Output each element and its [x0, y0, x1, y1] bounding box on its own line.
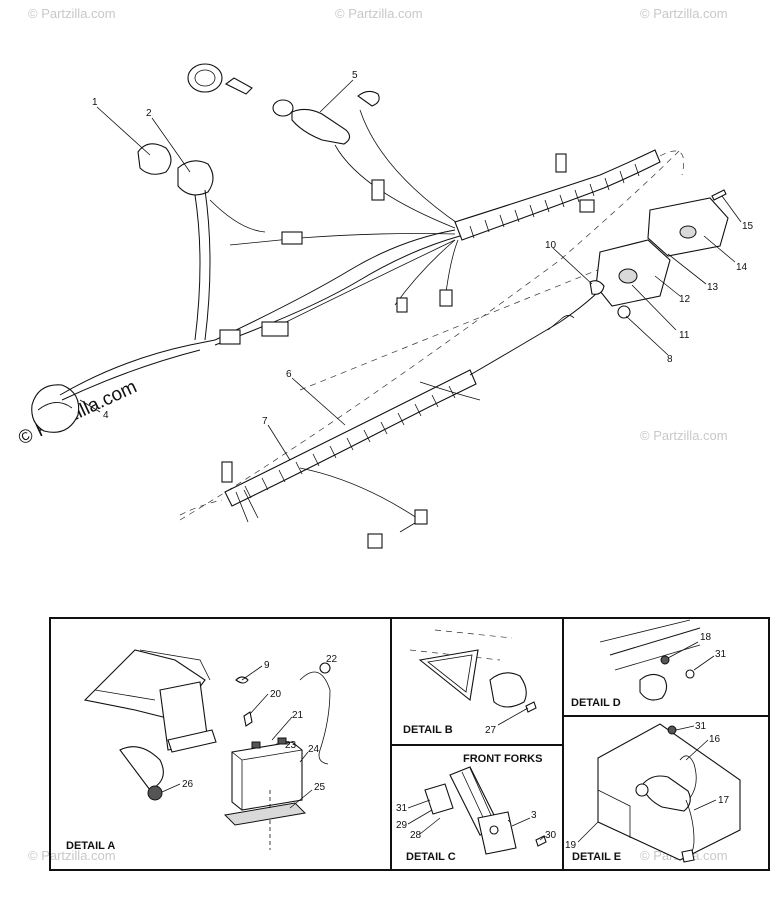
nut: [617, 305, 631, 319]
callout-31-c: 31: [396, 803, 408, 814]
detail-panel: [49, 617, 770, 871]
nut-d: [660, 655, 670, 665]
callout-30: 30: [545, 830, 557, 841]
switch-d: [639, 673, 668, 701]
callout-8: 8: [667, 354, 673, 365]
battery-pad: [223, 802, 307, 826]
callout-12: 12: [679, 294, 691, 305]
callout-3: 3: [531, 810, 537, 821]
callout-27: 27: [485, 725, 497, 736]
relay-block: [489, 672, 527, 708]
callout-18: 18: [700, 632, 712, 643]
connector-g: [439, 289, 453, 307]
detail-e-label: DETAIL E: [572, 851, 621, 863]
callout-22: 22: [326, 654, 338, 665]
watermark-top-left: © Partzilla.com: [28, 6, 116, 21]
callout-28: 28: [410, 830, 422, 841]
frame-tube: [119, 746, 164, 791]
connector-d: [371, 179, 385, 201]
callout-14: 14: [736, 262, 748, 273]
ignition-bezel: [187, 63, 223, 93]
screw-31-d: [685, 669, 695, 679]
detail-b-label: DETAIL B: [403, 724, 453, 736]
connector-e: [555, 153, 567, 173]
frame-reference-line: [179, 149, 681, 521]
callout-25: 25: [314, 782, 326, 793]
callout-24: 24: [308, 744, 320, 755]
callout-31-e: 31: [695, 721, 707, 732]
connector-a: [281, 231, 303, 245]
ignition-nut: [272, 99, 294, 117]
callout-20: 20: [270, 689, 282, 700]
grommet: [589, 280, 605, 295]
callout-23: 23: [285, 740, 297, 751]
watermark-top-right: © Partzilla.com: [640, 6, 728, 21]
tail-wire: [59, 339, 216, 396]
callout-5: 5: [352, 70, 358, 81]
connector-j: [414, 509, 428, 525]
detail-c-label: DETAIL C: [406, 851, 456, 863]
detail-panel-border: [49, 617, 770, 871]
connector-b: [261, 321, 289, 337]
callout-13: 13: [707, 282, 719, 293]
terminal-22: [319, 662, 331, 674]
callout-21: 21: [292, 710, 304, 721]
upper-loom: [454, 149, 661, 241]
switch-connector: [357, 90, 380, 107]
screw-31-e: [667, 725, 677, 735]
headlight-socket: [177, 160, 214, 196]
callout-11: 11: [679, 330, 690, 341]
callout-15: 15: [742, 221, 754, 232]
lower-loom: [224, 369, 477, 507]
ignition-key: [224, 77, 253, 95]
ignition-switch: [291, 108, 351, 145]
callout-16: 16: [709, 734, 721, 745]
detail-c: FRONT FORKS 3 30 31 29 28 DETAIL C: [396, 753, 557, 863]
callout-29: 29: [396, 820, 408, 831]
callout-4: 4: [103, 410, 109, 421]
fork-bracket: [424, 783, 454, 815]
upper-callouts: 1 2 5 4 6 7 8 10 11 12 13 14 15: [79, 70, 754, 461]
callout-31-d: 31: [715, 649, 727, 660]
grommet-26: [147, 785, 163, 801]
detail-e: 31 16 17 19 DETAIL E: [565, 721, 741, 863]
screw: [711, 189, 727, 201]
connector-h: [579, 199, 595, 213]
front-forks-label: FRONT FORKS: [463, 753, 542, 765]
connector-i: [367, 533, 383, 549]
screw-30: [535, 835, 547, 847]
callout-10: 10: [545, 240, 557, 251]
frame-reference-line-2: [299, 264, 611, 391]
callout-6: 6: [286, 369, 292, 380]
detail-a-label: DETAIL A: [66, 840, 115, 852]
connector-k: [221, 461, 233, 483]
connector-17: [681, 849, 695, 863]
callout-19: 19: [565, 840, 577, 851]
connector-c: [219, 329, 241, 345]
callout-9: 9: [264, 660, 270, 671]
callout-26: 26: [182, 779, 194, 790]
detail-d: 18 31 DETAIL D: [571, 619, 727, 709]
screw-27: [525, 701, 537, 713]
callout-7: 7: [262, 416, 268, 427]
solenoid: [641, 775, 691, 812]
detail-d-label: DETAIL D: [571, 697, 621, 709]
connector-f: [396, 297, 408, 313]
callout-17: 17: [718, 795, 730, 806]
detail-a: 9 20 21 22 23 24 25 26 DETAIL A: [66, 649, 338, 852]
watermark-top-center: © Partzilla.com: [335, 6, 423, 21]
battery-tray: [167, 729, 217, 753]
main-harness-drawing: [31, 63, 729, 549]
screw-20: [243, 711, 253, 727]
battery: [231, 741, 303, 811]
callout-1: 1: [92, 97, 98, 108]
callout-2: 2: [146, 108, 152, 119]
tail-light: [31, 384, 80, 433]
frame-gusset: [418, 649, 479, 702]
watermark-mid-right: © Partzilla.com: [640, 428, 728, 443]
detail-b: 27 DETAIL B: [403, 629, 537, 736]
